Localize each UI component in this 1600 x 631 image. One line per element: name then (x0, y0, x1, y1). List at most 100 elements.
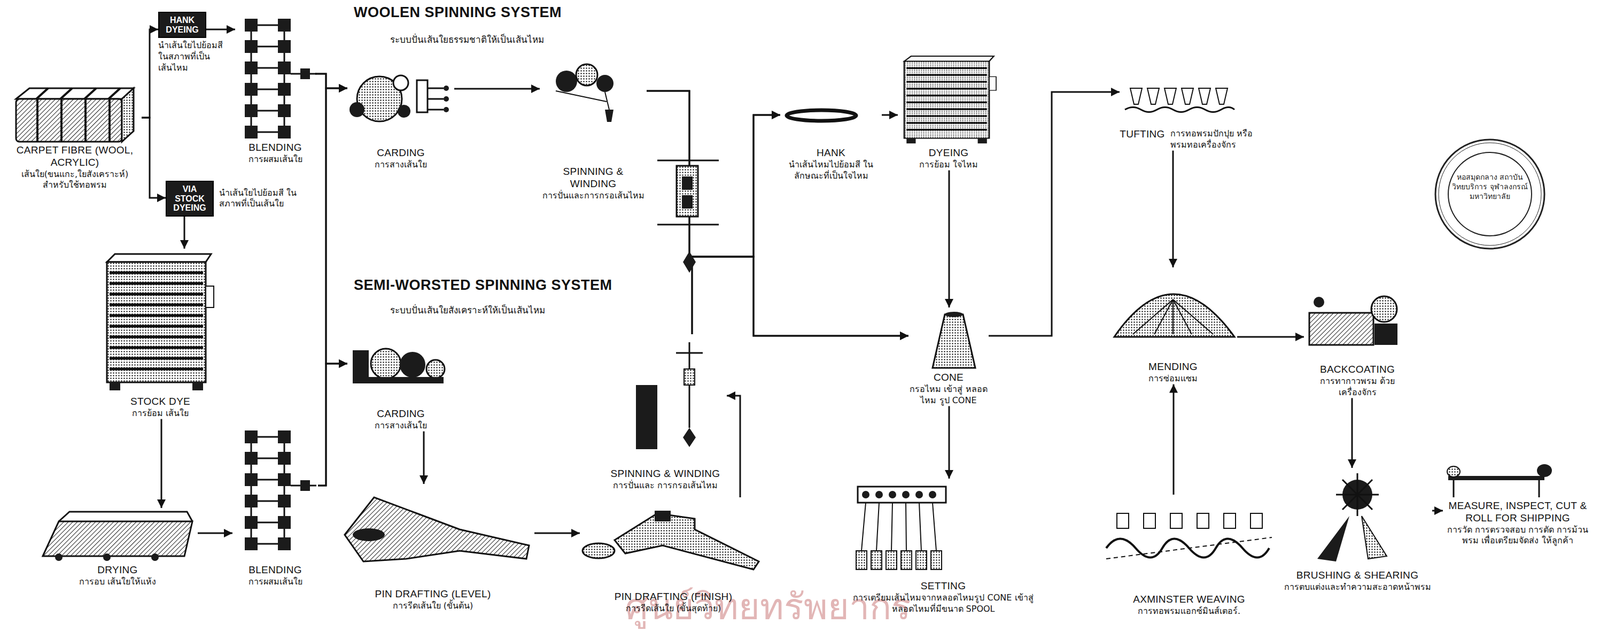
process-step: BRUSHING & SHEARINGการตบแต่งและทำความสะอ… (1282, 467, 1433, 593)
dyeing-machine (904, 56, 997, 144)
step-name: CARDING (347, 407, 455, 421)
step-description: การตบแต่งและทำความสะอาดหน้าพรม (1282, 581, 1433, 593)
step-description: การสางเส้นใย (347, 159, 455, 171)
pin-drafter-part (614, 513, 759, 570)
spinning-machine-part (657, 160, 719, 225)
setting-creel-part (886, 550, 897, 570)
drying-machine-part (58, 511, 193, 522)
carding-machine-part (399, 351, 426, 378)
flow-arrow (948, 405, 951, 479)
pin-drafter-part (582, 542, 615, 558)
fibre-bale-part (36, 88, 121, 142)
flow-arrow (224, 28, 236, 31)
process-step: DRYINGการอบ เส้นใยให้แห้ง (37, 507, 198, 588)
drying-machine-part (55, 553, 63, 561)
setting-creel-part (928, 490, 937, 499)
setting-creel-part (875, 490, 883, 499)
drying-machine (42, 511, 193, 561)
carding-machine-part (416, 80, 428, 113)
carding-machine-part (349, 102, 365, 118)
process-step: STOCK DYEการย้อม เส้นใย (98, 248, 222, 419)
pin-drafter (344, 496, 530, 562)
flow-arrow (317, 88, 348, 486)
flow-arrow (534, 532, 580, 534)
spinning-frame (555, 64, 614, 122)
setting-creel-part (861, 502, 937, 551)
flow-arrow (197, 532, 233, 534)
process-step: AXMINSTER WEAVINGการทอพรมแอกซ์มินส์เตอร์… (1103, 494, 1275, 617)
backcoating-machine-part (1309, 312, 1374, 345)
step-name: CARDING (347, 146, 455, 160)
tufting-needles-part (1147, 88, 1160, 105)
fibre-bale-part (16, 98, 122, 142)
drying-machine-part (151, 553, 159, 561)
step-description: การปั่นและ การกรอเส้นไหม (603, 479, 727, 492)
step-description: การรีดเส้นใย (ขั้นต้น) (331, 600, 535, 612)
drying-machine-part (103, 553, 111, 561)
hank-ring (786, 110, 857, 121)
backcoating-machine-part (1371, 296, 1397, 322)
yarn-cone (932, 311, 976, 368)
axminster-loom-part (1143, 513, 1156, 528)
flow-arrow (160, 418, 163, 508)
backcoating-machine-part (1374, 323, 1398, 345)
library-stamp-part (1448, 152, 1532, 236)
setting-creel-part (888, 490, 897, 499)
step-name: SPINNING & WINDING (539, 165, 647, 191)
process-step: DYEINGการย้อม ใจไหม (897, 53, 1000, 171)
yarn-cone-part (932, 314, 976, 368)
blending-grid-part (244, 18, 317, 139)
process-step: SETTINGการเตรียมเส้นไหมจากหลอดไหมรูป CON… (844, 478, 1043, 615)
step-name: BACKCOATING (1303, 363, 1411, 376)
dye-box-lead (206, 29, 225, 30)
spinning-frame-part (555, 90, 610, 110)
setting-creel (856, 486, 946, 570)
blending-grid-part (244, 430, 317, 550)
axminster-loom-part (1106, 537, 1272, 559)
flow-arrow (646, 90, 909, 336)
pin-drafter (582, 510, 759, 570)
pin-drafter-part (352, 527, 385, 541)
process-step: PIN DRAFTING (LEVEL)การรีดเส้นใย (ขั้นต้… (331, 483, 535, 612)
process-step: CARDINGการสางเส้นใย (347, 58, 455, 171)
spinning-frame-part (635, 384, 658, 449)
step-name: HANK DYEING (158, 11, 207, 38)
step-name: BLENDING (232, 563, 318, 577)
setting-creel-part (902, 490, 910, 499)
section-subtitle: ระบบปั่นเส้นใยสังเคราะห์ให้เป็นเส้นไหม (390, 302, 669, 317)
flow-arrow (423, 431, 425, 484)
spinning-frame-part (555, 70, 578, 92)
flow-arrow (317, 363, 348, 486)
spinning-frame-part (596, 74, 614, 92)
step-name: BLENDING (235, 141, 316, 154)
process-step: BACKCOATINGการทากาวพรม ด้วยเครื่องจักร (1303, 288, 1411, 398)
setting-creel-part (861, 490, 870, 499)
flow-arrow (315, 73, 348, 364)
spinning-machine-part (682, 251, 696, 273)
flow-arrow (1432, 509, 1443, 512)
dyeing-machine-part (904, 56, 997, 144)
carding-machine (352, 348, 445, 384)
carding-machine (349, 75, 449, 122)
spinning-frame-part (604, 109, 614, 122)
axminster-loom-part (1170, 513, 1183, 528)
measure-table-part (1448, 475, 1545, 480)
tufting-needles-part (1198, 88, 1211, 105)
mending-frame-part (1132, 299, 1214, 335)
stamp-text: หอสมุดกลาง สถาบันวิทยบริการ จุฬาลงกรณ์มห… (1451, 172, 1529, 202)
tufting-needles-part (1215, 88, 1228, 105)
setting-creel-part (930, 550, 942, 570)
step-description: การทอพรมปักปุย หรือ พรมทอเครื่องจักร (1170, 128, 1259, 151)
carding-machine-part (352, 350, 369, 377)
flow-arrow (315, 73, 348, 89)
step-description: การเตรียมเส้นไหมจากหลอดไหมรูป CONE เข้าส… (844, 592, 1043, 615)
step-description: การรีดเส้นใย (ขั้นสุดท้าย) (579, 602, 767, 615)
library-stamp-part (1435, 139, 1545, 249)
stock-dye-machine-part (106, 253, 214, 391)
flow-arrow (1237, 336, 1304, 338)
step-name: DRYING (37, 563, 198, 577)
hank-ring-part (786, 110, 857, 121)
brushing-roller-part (1317, 515, 1350, 562)
stock-dye-machine (106, 253, 214, 391)
